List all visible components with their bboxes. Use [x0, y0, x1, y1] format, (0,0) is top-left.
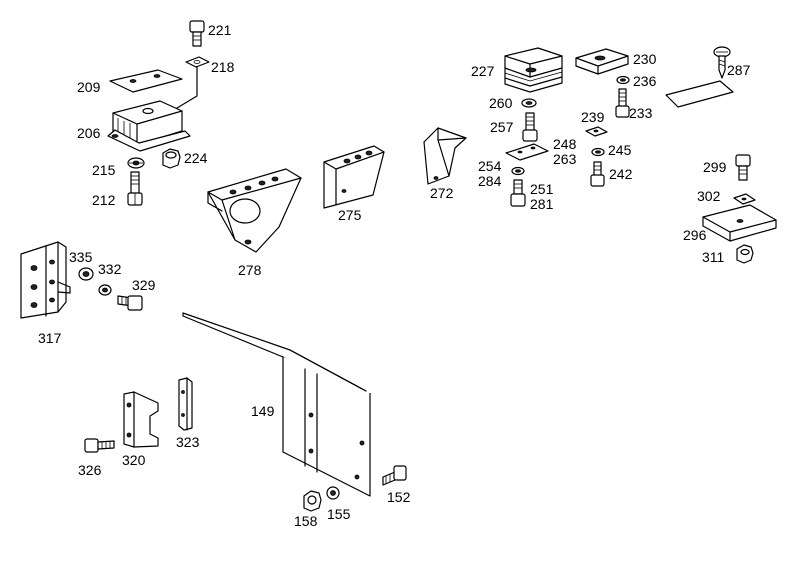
part-230-pad: [575, 48, 629, 75]
label-239: 239: [581, 109, 605, 125]
label-299: 299: [703, 159, 727, 175]
part-296-bracket: [702, 204, 777, 242]
part-257-bolt: [522, 112, 538, 142]
label-320: 320: [122, 452, 146, 468]
part-149-mud-flap: [182, 312, 371, 497]
part-311-nut: [736, 244, 754, 264]
label-149: 149: [251, 403, 275, 419]
part-332-spring-washer: [98, 284, 112, 296]
part-248-plate: [505, 143, 549, 161]
part-320-bracket: [123, 391, 159, 448]
part-254-washer: [511, 166, 525, 176]
part-287-screw: [713, 46, 731, 79]
label-287: 287: [727, 62, 751, 78]
part-245-washer: [591, 147, 605, 157]
part-302-square-washer: [733, 193, 756, 205]
label-335: 335: [69, 249, 93, 265]
part-227-pad-stack: [504, 47, 563, 93]
part-158-nut: [303, 490, 322, 512]
label-245: 245: [608, 142, 632, 158]
part-329-bolt: [117, 295, 143, 311]
label-263: 263: [553, 151, 577, 167]
part-242-bolt: [590, 161, 605, 187]
label-323: 323: [176, 434, 200, 450]
label-311: 311: [702, 249, 725, 265]
label-254: 254: [478, 158, 502, 174]
part-218-plate: [176, 56, 210, 109]
label-257: 257: [490, 119, 514, 135]
label-317: 317: [38, 330, 62, 346]
label-278: 278: [238, 262, 262, 278]
label-152: 152: [387, 489, 411, 505]
label-326: 326: [78, 462, 102, 478]
part-323-strip: [178, 377, 193, 431]
part-212-bolt: [127, 171, 143, 206]
label-206: 206: [77, 125, 101, 141]
part-209-pad: [109, 69, 183, 93]
part-278-bracket: [207, 168, 302, 253]
part-236-washer: [616, 75, 630, 85]
label-155: 155: [327, 506, 351, 522]
label-332: 332: [98, 261, 122, 277]
part-215-washer: [127, 157, 145, 169]
part-326-bolt: [84, 438, 115, 453]
label-209: 209: [77, 79, 101, 95]
label-275: 275: [338, 207, 362, 223]
label-218: 218: [211, 59, 235, 75]
label-260: 260: [489, 95, 513, 111]
part-260-washer: [521, 98, 537, 108]
label-230: 230: [633, 51, 657, 67]
part-233-bolt: [615, 88, 630, 118]
part-206-mount: [107, 100, 191, 152]
part-155-washer: [326, 486, 340, 500]
label-236: 236: [633, 73, 657, 89]
part-299-bolt: [735, 154, 751, 181]
label-281: 281: [530, 196, 554, 212]
label-227: 227: [471, 63, 495, 79]
part-251-bolt: [510, 179, 526, 207]
label-224: 224: [184, 150, 208, 166]
label-242: 242: [609, 166, 633, 182]
part-287-plate: [665, 80, 734, 108]
part-317-bracket: [20, 241, 71, 319]
part-152-bolt: [382, 465, 407, 486]
part-335-washer: [78, 267, 94, 281]
label-272: 272: [430, 185, 454, 201]
part-272-bracket: [423, 127, 467, 185]
part-239-square-washer: [585, 126, 608, 137]
label-233: 233: [629, 105, 653, 121]
label-284: 284: [478, 173, 502, 189]
part-275-bracket: [323, 145, 385, 209]
label-215: 215: [92, 162, 116, 178]
label-302: 302: [697, 188, 721, 204]
label-296: 296: [683, 227, 707, 243]
label-221: 221: [208, 22, 232, 38]
label-329: 329: [132, 277, 156, 293]
label-212: 212: [92, 192, 116, 208]
label-158: 158: [294, 513, 318, 529]
part-number-labels: 221 218 209 206 215 224 212 278 275 272 …: [38, 22, 751, 529]
part-224-nut: [162, 148, 181, 169]
part-221-bolt: [189, 20, 205, 47]
label-248: 248: [553, 136, 577, 152]
label-251: 251: [530, 181, 554, 197]
